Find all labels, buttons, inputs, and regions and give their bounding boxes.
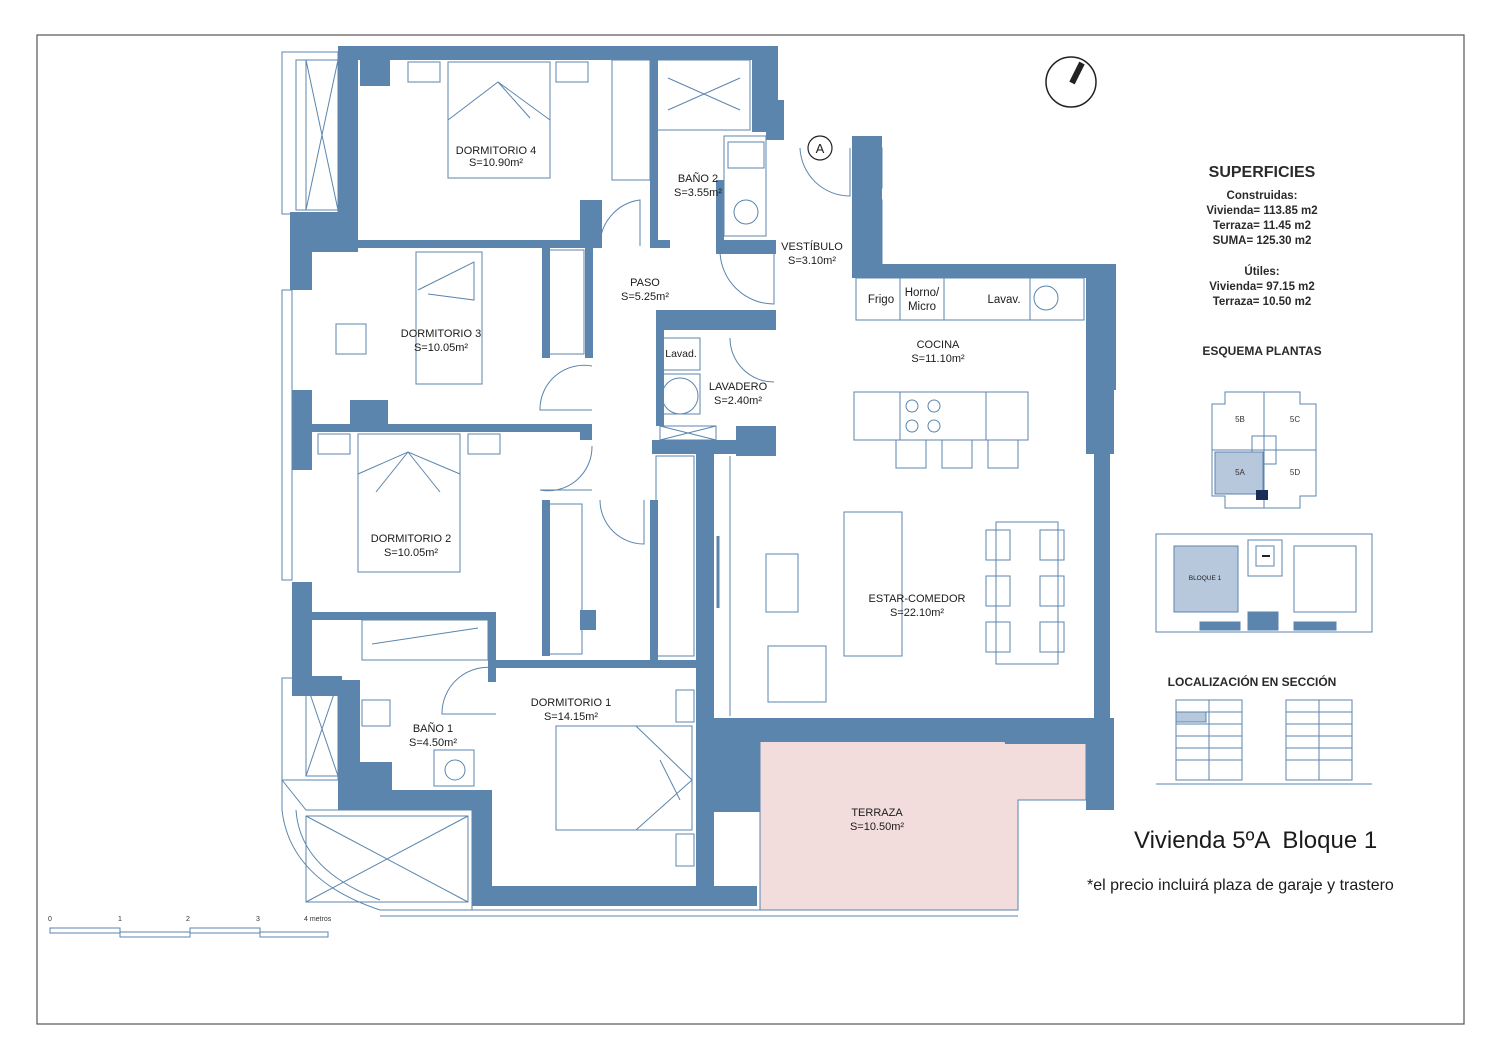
room-vestibulo-area: S=3.10m² (788, 255, 836, 267)
column (360, 60, 390, 86)
room-bano2-name: BAÑO 2 (678, 172, 718, 185)
utiles-label: Útiles: (1244, 265, 1279, 278)
room-dormitorio4-name: DORMITORIO 4 (456, 145, 536, 157)
room-lavadero-name: LAVADERO (709, 381, 768, 393)
scale-1: 1 (118, 916, 122, 923)
scale-bar (49, 927, 329, 938)
room-dormitorio1-area: S=14.15m² (544, 711, 598, 723)
scale-3: 3 (256, 916, 260, 923)
door-marker: A (816, 141, 825, 156)
scale-0: 0 (48, 916, 52, 923)
north-arrow-icon (1045, 56, 1097, 108)
scheme-5b: 5B (1235, 415, 1245, 424)
superficies-title: SUPERFICIES (1209, 164, 1316, 181)
room-paso-name: PASO (630, 277, 660, 289)
room-cocina-name: COCINA (917, 339, 960, 351)
column (1086, 762, 1114, 802)
appliance-lavav: Lavav. (987, 294, 1020, 306)
vivienda-title: Vivienda 5ºA Bloque 1 (1134, 827, 1377, 854)
block-label: BLOQUE 1 (1189, 575, 1222, 582)
construidas-terraza: Terraza= 11.45 m2 (1213, 220, 1311, 232)
room-estar-area: S=22.10m² (890, 607, 944, 619)
column (360, 762, 392, 806)
room-dormitorio3-name: DORMITORIO 3 (401, 328, 481, 340)
column (350, 400, 388, 428)
room-terraza-name: TERRAZA (851, 807, 903, 819)
terrace-area (759, 725, 1087, 911)
appliance-lavad: Lavad. (665, 348, 697, 360)
room-vestibulo-name: VESTÍBULO (781, 240, 843, 253)
room-bano2-area: S=3.55m² (674, 187, 722, 199)
room-estar-name: ESTAR-COMEDOR (869, 593, 966, 605)
appliance-micro: Micro (908, 301, 936, 313)
section-diagram (1156, 699, 1372, 785)
scale-4: 4 metros (304, 916, 332, 923)
appliance-frigo: Frigo (868, 294, 894, 306)
esquema-title: ESQUEMA PLANTAS (1202, 344, 1321, 358)
room-cocina-area: S=11.10m² (911, 353, 965, 365)
room-dormitorio2-name: DORMITORIO 2 (371, 533, 451, 545)
appliance-horno: Horno/ (905, 287, 940, 299)
room-terraza-area: S=10.50m² (850, 821, 904, 833)
scale-2: 2 (186, 916, 190, 923)
construidas-suma: SUMA= 125.30 m2 (1213, 235, 1312, 247)
scheme-5a: 5A (1235, 468, 1245, 477)
construidas-vivienda: Vivienda= 113.85 m2 (1206, 205, 1317, 217)
room-dormitorio4-area: S=10.90m² (469, 157, 523, 169)
room-paso-area: S=5.25m² (621, 291, 669, 303)
room-dormitorio3-area: S=10.05m² (414, 342, 468, 354)
furniture (317, 59, 1111, 867)
room-lavadero-area: S=2.40m² (714, 395, 762, 407)
page-frame (36, 34, 1465, 1025)
walls (290, 46, 1116, 906)
room-dormitorio2-area: S=10.05m² (384, 547, 438, 559)
block-plan (1155, 533, 1373, 633)
seccion-title: LOCALIZACIÓN EN SECCIÓN (1168, 674, 1337, 689)
room-dormitorio1-name: DORMITORIO 1 (531, 697, 611, 709)
floor-scheme (1211, 391, 1317, 509)
utiles-vivienda: Vivienda= 97.15 m2 (1209, 281, 1315, 293)
room-bano1-name: BAÑO 1 (413, 722, 453, 735)
construidas-label: Construidas: (1227, 190, 1298, 202)
column (1086, 386, 1114, 426)
scheme-5c: 5C (1290, 415, 1300, 424)
room-bano1-area: S=4.50m² (409, 737, 457, 749)
scheme-5d: 5D (1290, 468, 1300, 477)
utiles-terraza: Terraza= 10.50 m2 (1213, 296, 1312, 308)
price-note: *el precio incluirá plaza de garaje y tr… (1087, 877, 1394, 894)
